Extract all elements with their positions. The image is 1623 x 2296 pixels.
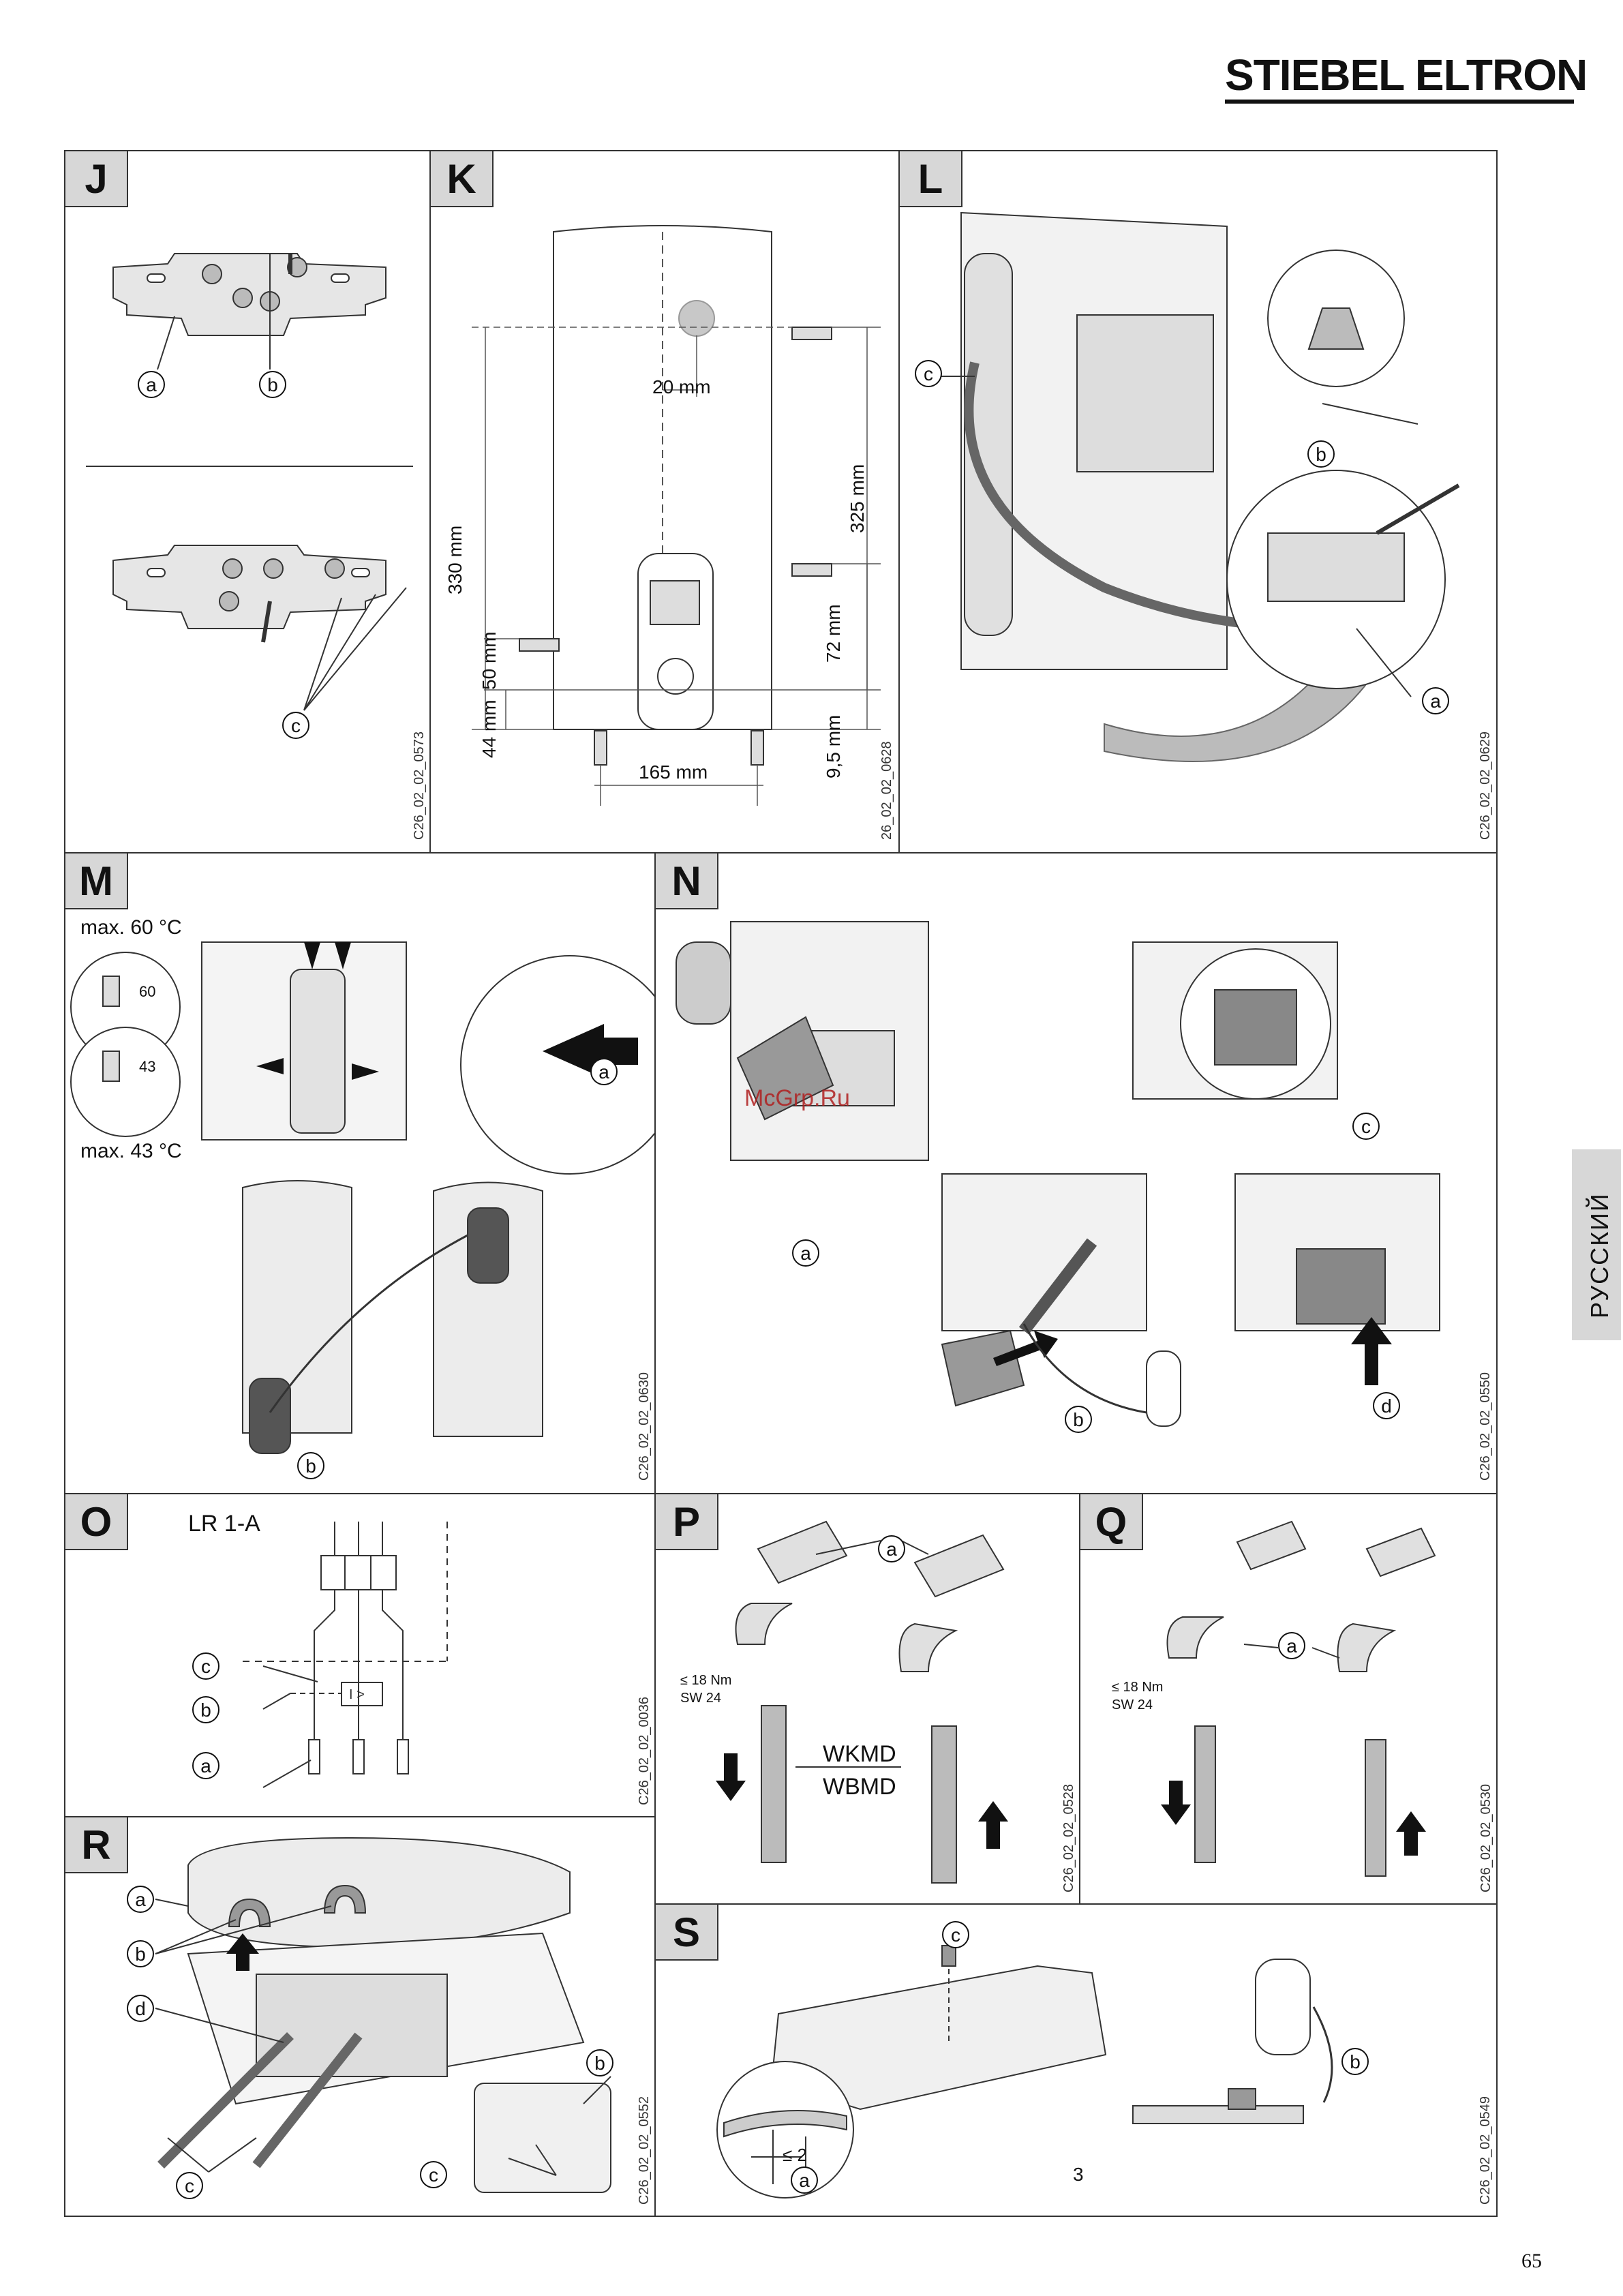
callout-c: c [942,1921,969,1948]
panel-s: S c ≤ 2 a 3 b C26_02_02_0549 [654,1903,1498,2217]
figure-code: C26_02_02_0549 [1478,2096,1493,2205]
circuit-diagram: I > [243,1522,448,1788]
figure-code: C26_02_02_0573 [412,731,427,840]
callout-d: d [1373,1392,1400,1419]
callout-b: b [127,1940,154,1967]
svg-text:I >: I > [349,1687,365,1702]
torque-label: ≤ 18 Nm [1112,1680,1164,1695]
panel-o: O LR 1-A I > c b a C26_02_02_0036 [64,1493,656,1817]
panel-r: R a b d c c b C26_02_02_0552 [64,1816,656,2217]
dim-72mm: 72 mm [823,604,844,663]
panel-o-tag: O [65,1494,128,1550]
callout-b: b [586,2049,613,2076]
cable-gland-illustration [676,921,1440,1427]
watermark: McGrp.Ru [744,1085,850,1111]
terminal-wiring-illustration [930,211,1460,762]
dim-20mm: 20 mm [652,376,711,397]
callout-a: a [878,1535,905,1562]
model-wbmd: WBMD [823,1774,896,1800]
callout-a: a [1422,687,1449,714]
brand-underline [1225,100,1574,104]
dim-325mm: 325 mm [847,464,868,533]
callout-a: a [792,1239,819,1267]
panel-q: Q a ≤ 18 Nm SW 24 C26_02_02_0530 [1079,1493,1498,1905]
callout-c: c [1352,1113,1380,1140]
brand-logo: STIEBEL ELTRON [1225,50,1588,100]
callout-c: c [176,2172,203,2199]
temperature-limit-illustration [70,941,654,1454]
figure-code: C26_02_02_0550 [1478,1372,1493,1481]
wrench-size-label: SW 24 [1112,1697,1153,1712]
callout-b: c [915,360,942,387]
dim-330mm: 330 mm [444,525,466,594]
figure-code: C26_02_02_0629 [1478,731,1493,840]
panel-j: J a b c C26_02_02_0573 [64,150,431,854]
panel-p: P a ≤ 18 Nm SW 24 WKMD WBMD C26_02_02_05… [654,1493,1080,1905]
callout-b: b [1341,2048,1369,2075]
panel-n: N McGrp.Ru a b c d C26_02_02_0550 [654,852,1498,1494]
callout-c: c [192,1652,219,1680]
dim-44mm: 44 mm [479,699,500,758]
panel-j-tag: J [65,151,128,207]
gap-label: ≤ 2 [783,2145,807,2165]
panel-r-tag: R [65,1817,128,1873]
figure-code: C26_02_02_0630 [637,1372,652,1481]
callout-d: d [127,1995,154,2022]
callout-b: b [1065,1406,1092,1433]
page-number: 65 [1521,2250,1542,2272]
dim-165mm: 165 mm [639,761,708,783]
mounting-bracket-illustration [86,253,413,711]
label-max-43: max. 43 °C [80,1140,182,1162]
callout-c: c [420,2161,447,2188]
pipe-fitting-illustration [1161,1520,1436,1877]
panel-m-tag: M [65,854,128,909]
panel-s-tag: S [656,1905,718,1961]
callout-a: a [1278,1632,1305,1659]
callout-a: a [192,1752,219,1779]
figure-code: C26_02_02_0552 [637,2096,652,2205]
language-tab: РУССКИЙ [1572,1149,1621,1340]
callout-a: a [138,371,165,398]
callout-a: a [590,1058,618,1085]
panel-m: M max. 60 °C 60 43 max. 43 °C a b C26_02… [64,852,656,1494]
panel-q-tag: Q [1080,1494,1143,1550]
callout-b: b [297,1452,324,1479]
language-tab-label: РУССКИЙ [1586,1192,1613,1318]
callout-a: a [791,2166,818,2194]
part-number-3: 3 [1073,2164,1084,2185]
figure-code: 26_02_02_0628 [879,741,894,840]
display-60: 60 [139,983,156,1000]
panel-n-tag: N [656,854,718,909]
torque-label: ≤ 18 Nm [680,1673,732,1688]
callout-b: b [259,371,286,398]
wrench-size-label: SW 24 [680,1691,722,1706]
frame-mounting-illustration [716,1945,1333,2199]
figure-code: C26_02_02_0036 [637,1696,652,1805]
panel-p-tag: P [656,1494,718,1550]
dim-9-5mm: 9,5 mm [823,714,844,779]
dimension-drawing [472,225,881,806]
callout-c: c [282,712,309,739]
callout-a: a [127,1886,154,1913]
callout-b: b [192,1696,219,1723]
panel-l: L c b a C26_02_02_0629 [898,150,1498,854]
dim-50mm: 50 mm [479,631,500,690]
model-wkmd: WKMD [823,1741,896,1767]
display-43: 43 [139,1058,156,1075]
label-max-60: max. 60 °C [80,916,182,939]
circuit-title: LR 1-A [188,1511,260,1537]
panel-k: K 20 mm 330 mm 325 mm 72 mm 50 mm 44 mm [429,150,900,854]
panel-k-tag: K [431,151,494,207]
figure-code: C26_02_02_0530 [1478,1783,1493,1892]
cover-removal-illustration [155,1837,611,2193]
figure-code: C26_02_02_0528 [1061,1783,1076,1892]
panel-l-tag: L [900,151,962,207]
pipe-fitting-illustration [716,1520,1008,1884]
callout-c: b [1307,440,1335,468]
